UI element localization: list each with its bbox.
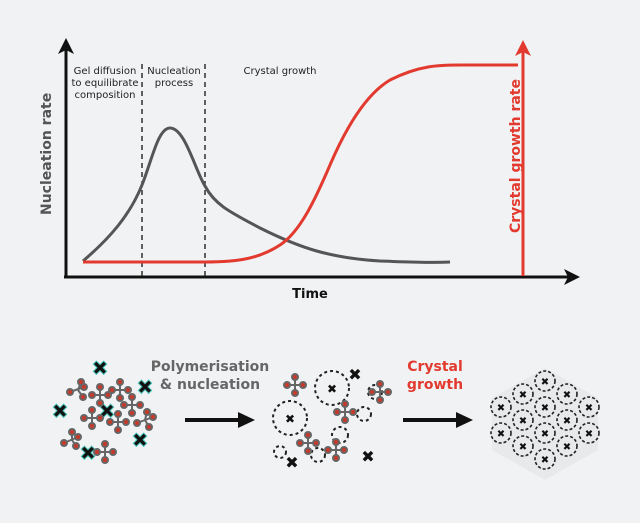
svg-text:✖: ✖ (541, 377, 549, 388)
svg-text:✖: ✖ (563, 442, 571, 453)
phase-label-gel-diffusion: Gel diffusion to equilibrate composition (68, 66, 142, 102)
step-label-crystal-growth: Crystal growth (395, 358, 475, 394)
phase-label-nucleation: Nucleation process (143, 66, 205, 90)
x-axis (64, 269, 580, 285)
step2-line1: Crystal (407, 359, 463, 375)
phase1-line3: composition (74, 90, 136, 101)
crystal-growth-rate-curve (83, 63, 518, 264)
right-y-axis (515, 40, 531, 276)
svg-text:✖: ✖ (563, 390, 571, 401)
svg-text:✖: ✖ (519, 416, 527, 427)
phase-label-crystal-growth: Crystal growth (243, 66, 317, 77)
svg-text:✖: ✖ (497, 429, 505, 440)
step-arrow-1 (185, 412, 255, 428)
svg-text:✖: ✖ (519, 442, 527, 453)
svg-text:✖: ✖ (327, 382, 337, 396)
left-y-axis (58, 38, 74, 277)
step1-line2: & nucleation (159, 377, 261, 393)
nucleation-rate-curve (82, 126, 451, 264)
step1-line1: Polymerisation (150, 359, 270, 375)
svg-text:✖: ✖ (541, 429, 549, 440)
svg-text:✖: ✖ (52, 399, 69, 423)
step-label-polymerisation: Polymerisation & nucleation (150, 358, 270, 394)
step2-line2: growth (406, 377, 464, 393)
svg-text:✖: ✖ (361, 447, 374, 466)
x-axis-label-time: Time (292, 287, 328, 302)
svg-text:✖: ✖ (92, 356, 109, 380)
svg-text:✖: ✖ (541, 455, 549, 466)
svg-text:✖: ✖ (132, 428, 149, 452)
y-axis-label-crystal-growth-rate: Crystal growth rate (508, 79, 524, 233)
svg-text:✖: ✖ (348, 365, 361, 384)
svg-text:✖: ✖ (497, 403, 505, 414)
zeolite-crystal: ✖ ✖ ✖ ✖ ✖ ✖ ✖ ✖ ✖ ✖ ✖ ✖ ✖ ✖ (490, 368, 600, 480)
phase2-line1: Nucleation (147, 66, 201, 77)
svg-text:✖: ✖ (519, 390, 527, 401)
y-axis-label-nucleation-rate: Nucleation rate (39, 92, 55, 215)
nucleation-clusters: ✖ ✖ ✖ ✖ ✖ (272, 365, 392, 472)
svg-text:✖: ✖ (137, 375, 154, 399)
phase1-line2: to equilibrate (71, 78, 139, 89)
step-arrow-2 (403, 412, 473, 428)
svg-text:✖: ✖ (585, 403, 593, 414)
phase1-line1: Gel diffusion (73, 66, 137, 77)
svg-text:✖: ✖ (285, 453, 298, 472)
svg-text:✖: ✖ (585, 429, 593, 440)
phase2-line2: process (154, 78, 194, 89)
svg-text:✖: ✖ (541, 403, 549, 414)
svg-text:✖: ✖ (563, 416, 571, 427)
svg-text:✖: ✖ (80, 441, 97, 465)
precursor-species: ✖ ✖ ✖ ✖ ✖ ✖ (51, 356, 157, 466)
svg-text:✖: ✖ (285, 412, 295, 426)
